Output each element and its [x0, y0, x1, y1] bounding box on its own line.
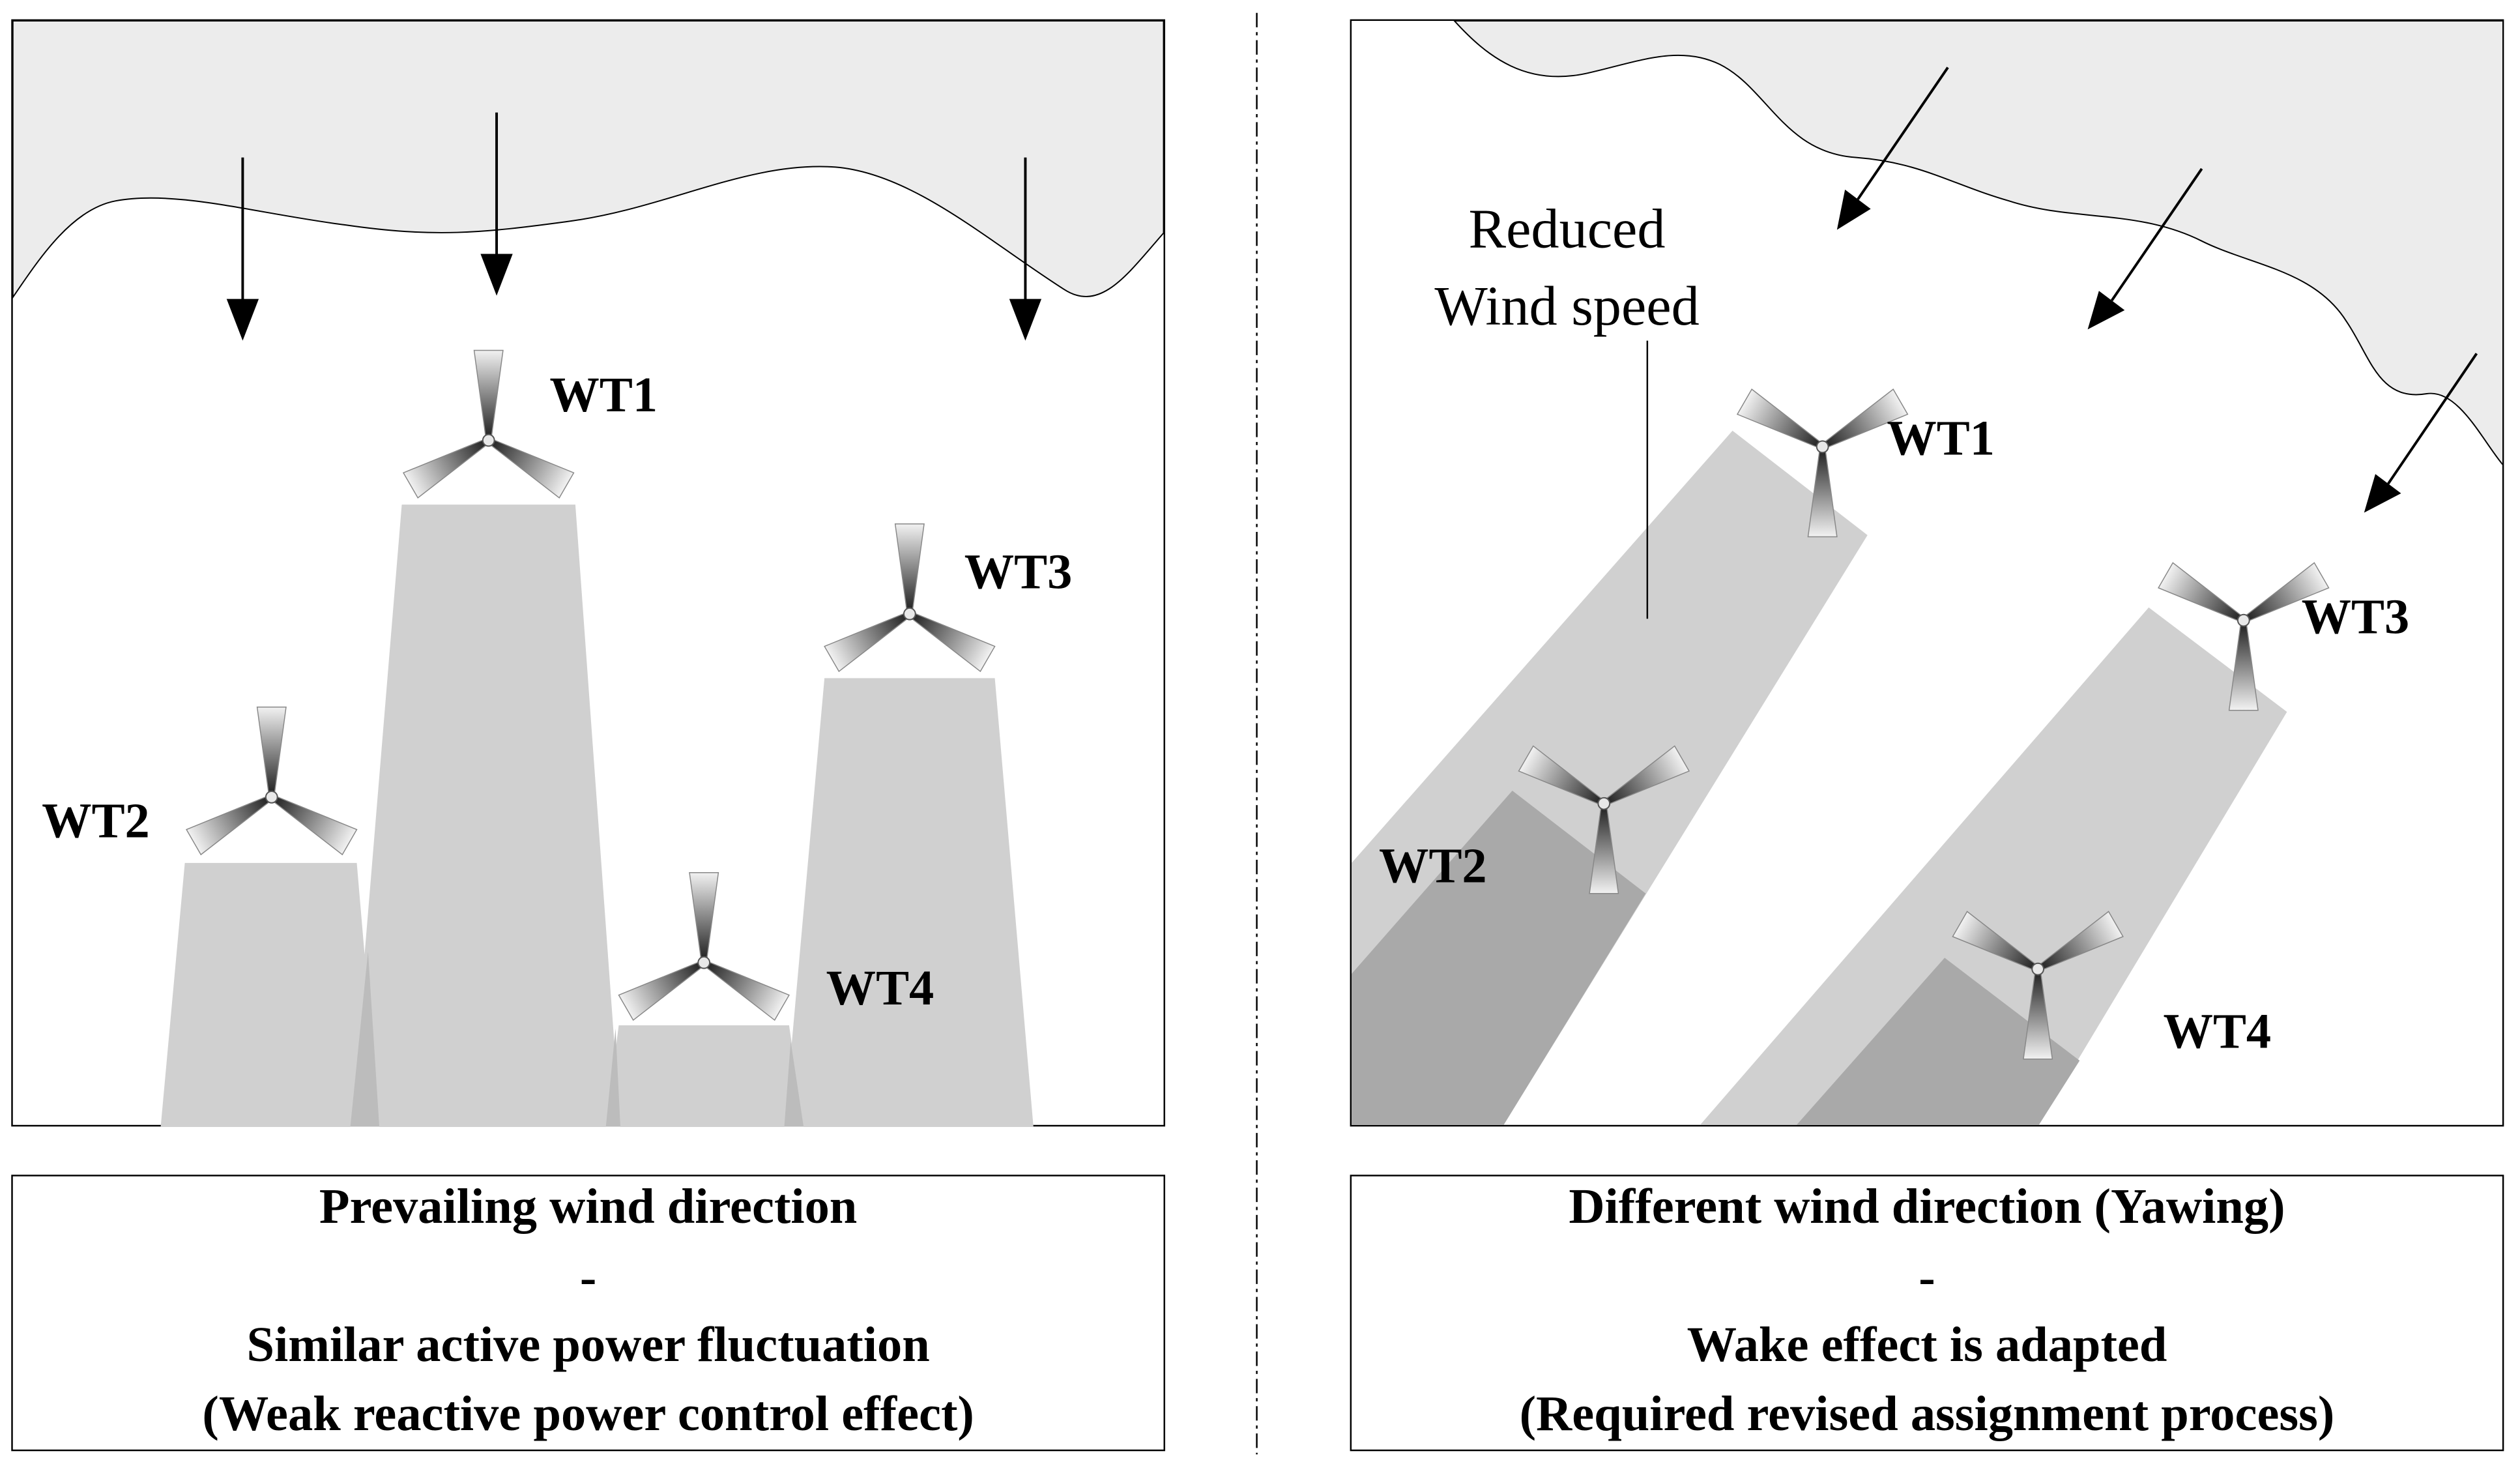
- annotation-line1: Reduced: [1469, 198, 1666, 260]
- wake-wt2-left: [160, 862, 380, 1127]
- right-panel: Reduced Wind speed WT1 WT2 WT3 WT4 Diffe…: [1350, 19, 2504, 1452]
- wind-arrow-left-2: [480, 112, 513, 296]
- wt4-label-left: WT4: [826, 960, 934, 1016]
- wt3-label-left: WT3: [964, 544, 1073, 599]
- left-caption-line2: -: [580, 1250, 596, 1305]
- wake-overlap-left-1: [350, 951, 380, 1127]
- left-panel: WT1 WT2 WT3 WT4 Prevailing wind directio…: [11, 19, 1165, 1452]
- wind-arrow-right-1: [1836, 66, 1949, 230]
- wind-arrow-right-2: [2087, 168, 2203, 330]
- wind-arrow-left-3: [1009, 157, 1042, 341]
- wake-overlap-left-2: [605, 1028, 620, 1127]
- wake-wt1-left: [350, 505, 620, 1127]
- left-caption-line3: Similar active power fluctuation: [246, 1317, 929, 1372]
- left-incoming-wind-region: [12, 20, 1165, 300]
- wake-wt4-right: [1796, 958, 2080, 1125]
- wind-arrow-left-1: [226, 157, 259, 341]
- left-caption-line4: (Weak reactive power control effect): [202, 1386, 974, 1441]
- wt1-label-left: WT1: [549, 367, 658, 422]
- annotation-line2: Wind speed: [1434, 274, 1699, 337]
- right-caption-line2: -: [1919, 1250, 1935, 1305]
- wt2-label-right: WT2: [1379, 838, 1487, 894]
- left-caption-box: [11, 1175, 1165, 1452]
- right-caption-box: [1350, 1175, 2504, 1452]
- wt1-label-right: WT1: [1887, 411, 1995, 466]
- wake-wt3-left: [784, 678, 1034, 1127]
- right-incoming-wind-region: [1453, 21, 2502, 465]
- wake-overlap-left-3: [784, 1041, 804, 1127]
- wt4-label-right: WT4: [2164, 1003, 2272, 1059]
- right-caption-line4: (Required revised assignment process): [1520, 1386, 2335, 1441]
- wake-wt4-left: [605, 1025, 804, 1127]
- wake-wt3-right: [1700, 607, 2287, 1125]
- left-caption-line1: Prevailing wind direction: [319, 1179, 857, 1234]
- wt3-label-right: WT3: [2302, 589, 2410, 644]
- right-caption-line1: Different wind direction (Yawing): [1569, 1179, 2285, 1234]
- right-caption-line3: Wake effect is adapted: [1687, 1317, 2167, 1372]
- wt2-label-left: WT2: [42, 793, 150, 848]
- wake-wt2-right: [1352, 790, 1646, 1125]
- wind-arrow-right-3: [2364, 353, 2478, 513]
